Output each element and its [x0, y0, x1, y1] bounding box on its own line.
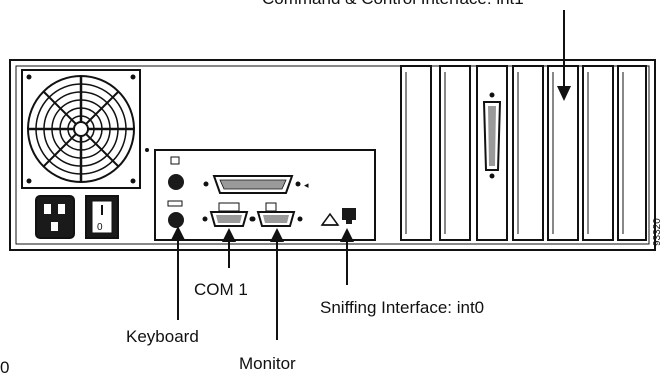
monitor-label: Monitor — [239, 354, 296, 373]
mouse-port-icon — [168, 156, 184, 190]
com1-label: COM 1 — [194, 280, 248, 299]
card-connector-icon — [482, 92, 502, 179]
monitor-arrow — [270, 228, 284, 340]
fan-icon — [21, 69, 141, 189]
keyboard-label: Keyboard — [126, 327, 199, 346]
command-control-arrow — [557, 10, 571, 101]
command-control-interface-label: Command & Control Interface: int1 — [262, 0, 524, 8]
power-inlet-icon — [35, 195, 75, 239]
svg-text:◂: ◂ — [304, 180, 309, 190]
parallel-port-icon: ◂ — [203, 175, 309, 194]
expansion-slot — [617, 65, 647, 241]
expansion-slots — [400, 65, 647, 241]
switch-off-mark: 0 — [97, 222, 103, 233]
keyboard-port-icon — [167, 200, 184, 228]
sniffing-interface-label: Sniffing Interface: int0 — [320, 298, 484, 317]
edge-digit: 0 — [0, 358, 9, 377]
com1-port-icon — [202, 202, 256, 227]
power-switch-icon: 0 — [85, 195, 119, 239]
com1-arrow — [222, 228, 236, 268]
sniffing-arrow — [340, 228, 354, 285]
figure-id: 93320 — [652, 218, 663, 246]
network-port-icon — [320, 208, 356, 226]
chassis-inner-outline — [15, 65, 650, 245]
screw-dot-icon — [145, 148, 149, 152]
monitor-port-icon — [249, 202, 303, 227]
keyboard-arrow — [171, 226, 185, 320]
